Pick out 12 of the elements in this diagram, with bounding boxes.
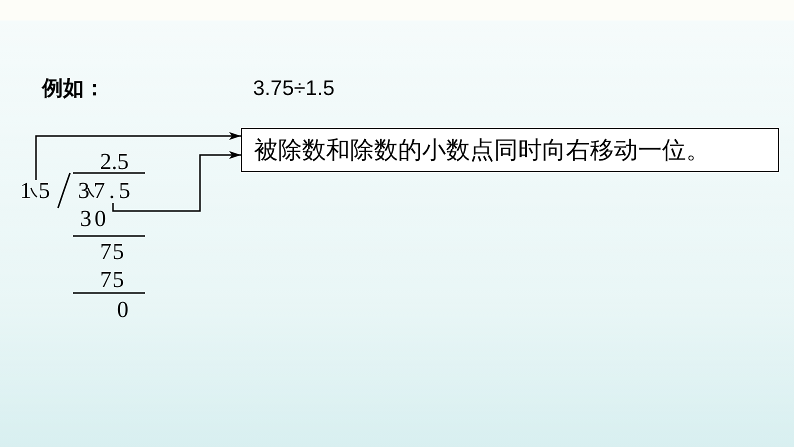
quotient: 2.5 bbox=[100, 150, 129, 173]
expression: 3.75÷1.5 bbox=[253, 78, 335, 99]
dividend: 37.5 bbox=[78, 179, 134, 202]
example-heading: 例如： bbox=[42, 78, 105, 99]
divisor: 15 bbox=[20, 179, 57, 202]
remainder: 0 bbox=[117, 298, 128, 321]
note-box: 被除数和除数的小数点同时向右移动一位。 bbox=[241, 128, 779, 172]
partial-product: 75 bbox=[100, 268, 125, 291]
partial-product: 30 bbox=[80, 207, 109, 230]
arrow bbox=[35, 132, 241, 180]
remainder: 75 bbox=[100, 240, 125, 263]
arrow bbox=[112, 151, 241, 212]
